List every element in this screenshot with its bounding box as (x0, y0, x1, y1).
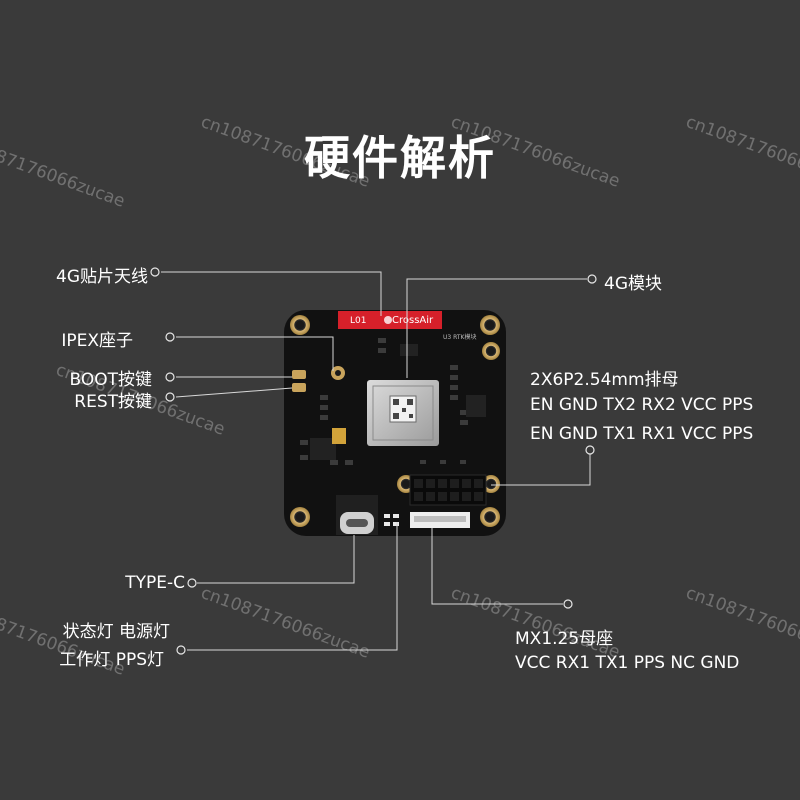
rest-button (292, 383, 306, 392)
leader-line (491, 450, 591, 486)
label-boot: BOOT按键 (69, 370, 152, 390)
mounting-hole-bottom-right (480, 507, 500, 527)
callout-dot (165, 392, 175, 402)
leader-line (406, 278, 587, 378)
led-indicators (384, 514, 399, 526)
callout-dot (187, 578, 197, 588)
label-antenna: 4G贴片天线 (56, 267, 148, 287)
callout-dot (176, 645, 186, 655)
ic-chip (466, 395, 486, 417)
leader-line (161, 271, 382, 316)
callout-dot (165, 372, 175, 382)
label-leds-row2: 工作灯 PPS灯 (59, 650, 164, 670)
callout-dot (585, 445, 595, 455)
boot-button (292, 370, 306, 379)
mounting-hole-top-right (480, 315, 500, 335)
label-leds-row1: 状态灯 电源灯 (62, 622, 170, 642)
label-header-title: 2X6P2.54mm排母 (530, 370, 679, 390)
label-typec: TYPE-C (125, 573, 185, 593)
leader-line (176, 336, 334, 371)
mounting-hole-mid-right (482, 342, 500, 360)
board-version: L01 (350, 316, 366, 326)
leader-line (187, 522, 398, 651)
board-brand: CrossAir (392, 315, 434, 326)
label-header-row2: EN GND TX1 RX1 VCC PPS (530, 424, 754, 444)
tantalum-capacitor (332, 428, 346, 444)
ic-chip (310, 438, 336, 460)
page-title: 硬件解析 (304, 131, 496, 185)
label-ipex: IPEX座子 (61, 331, 133, 351)
callout-dot (150, 267, 160, 277)
label-4g-module: 4G模块 (604, 274, 662, 294)
mounting-hole-top-left (290, 315, 310, 335)
board-model: U3 RTK模块 (443, 333, 476, 341)
leader-line (175, 387, 293, 398)
leader-line (431, 528, 563, 605)
mounting-hole-bottom-left (290, 507, 310, 527)
label-mx125-title: MX1.25母座 (515, 629, 614, 649)
label-mx125-pins: VCC RX1 TX1 PPS NC GND (515, 653, 740, 673)
callout-dot (587, 274, 597, 284)
callout-dot (563, 599, 573, 609)
label-header-row1: EN GND TX2 RX2 VCC PPS (530, 395, 754, 415)
callout-dot (165, 332, 175, 342)
leader-line (197, 535, 355, 584)
label-rest: REST按键 (74, 392, 152, 412)
